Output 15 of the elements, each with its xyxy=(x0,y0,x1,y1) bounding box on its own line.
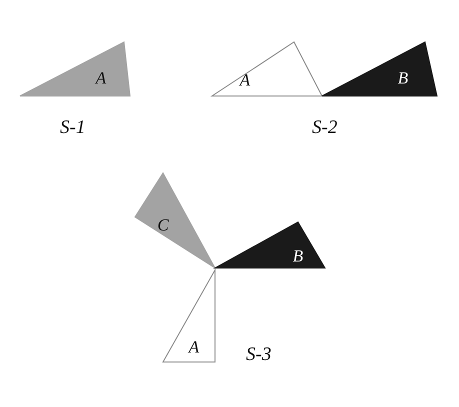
triangle xyxy=(215,222,325,268)
triangle-letter: B xyxy=(398,70,408,86)
triangle xyxy=(163,270,215,362)
triangle-letter: A xyxy=(96,70,106,86)
triangle xyxy=(212,42,322,96)
triangle-letter: A xyxy=(240,72,250,88)
triangle-letter: B xyxy=(292,248,304,264)
triangle xyxy=(20,42,130,96)
triangle-letter: A xyxy=(188,338,200,356)
figure-label: S-3 xyxy=(246,345,272,364)
triangle xyxy=(322,42,437,96)
figure-label: S-2 xyxy=(312,118,338,137)
triangle xyxy=(135,173,215,268)
figure-label: S-1 xyxy=(60,118,86,137)
triangle-letter: C xyxy=(157,216,169,234)
